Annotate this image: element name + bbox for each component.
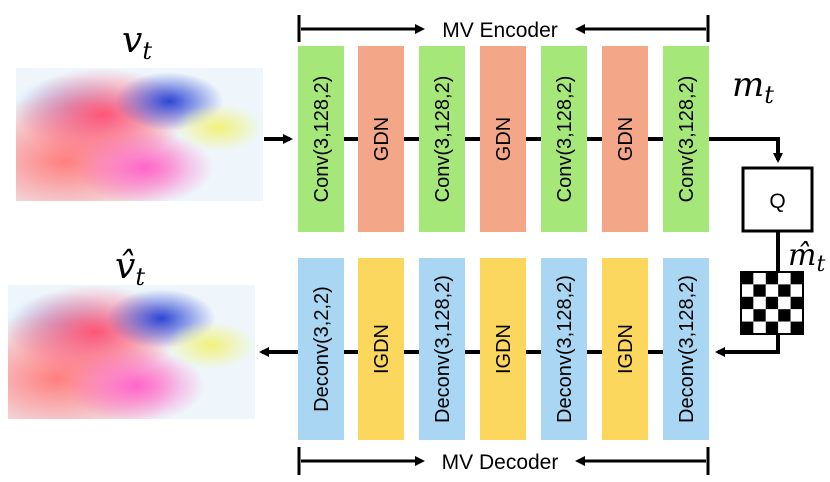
encoder-block-label: GDN xyxy=(615,117,637,161)
decoder-block-igdn: IGDN xyxy=(358,258,404,440)
grid-cell xyxy=(753,272,766,285)
grid-cell xyxy=(753,284,766,297)
encoder-block-label: GDN xyxy=(493,117,515,161)
decoder-title: MV Decoder xyxy=(442,451,559,474)
grid-cell xyxy=(778,309,791,322)
encoder-block-gdn: GDN xyxy=(602,46,648,232)
decoder-block-rect xyxy=(419,258,465,440)
encoder-block-label: Conv(3,128,2) xyxy=(554,76,576,203)
input-symbol: vt xyxy=(122,20,152,65)
decoder-block-deconv: Deconv(3,128,2) xyxy=(541,258,587,440)
grid-cell xyxy=(790,321,803,334)
grid-cell xyxy=(765,284,779,297)
quantized-latent-grid xyxy=(740,271,804,335)
quantized-symbol: m̂t xyxy=(788,238,825,277)
decoder-block-label: Deconv(3,128,2) xyxy=(554,275,576,423)
grid-cell xyxy=(778,321,791,334)
encoder-block-rect xyxy=(419,46,465,232)
decoder-block-label: Deconv(3,128,2) xyxy=(432,275,454,423)
grid-cell xyxy=(741,321,754,334)
decoder-block-igdn: IGDN xyxy=(480,258,526,440)
decoder-block-rect xyxy=(541,258,587,440)
grid-cell xyxy=(778,296,791,310)
grid-cell xyxy=(765,296,779,310)
decoder-block-label: IGDN xyxy=(371,324,393,374)
decoder-block-deconv: Deconv(3,128,2) xyxy=(663,258,709,440)
grid-cell xyxy=(790,272,803,285)
quantizer-label: Q xyxy=(769,190,785,213)
decoder-block-label: Deconv(3,2,2) xyxy=(311,286,333,412)
quantizer-to-decoder-arrow xyxy=(715,334,780,357)
grid-cell xyxy=(741,309,754,322)
encoder-title: MV Encoder xyxy=(442,19,558,42)
grid-cell xyxy=(741,284,754,297)
decoder-block-deconv: Deconv(3,128,2) xyxy=(419,258,465,440)
encoder-block-label: Conv(3,128,2) xyxy=(676,76,698,203)
encoder-block-label: Conv(3,128,2) xyxy=(432,76,454,203)
encoder-block-rect xyxy=(480,46,526,232)
encoder-block-conv: Conv(3,128,2) xyxy=(298,46,344,232)
decoder-block-label: IGDN xyxy=(493,324,515,374)
decoder-block-deconv: Deconv(3,2,2) xyxy=(298,258,344,440)
encoder-block-conv: Conv(3,128,2) xyxy=(419,46,465,232)
encoder-block-rect xyxy=(358,46,404,232)
grid-cell xyxy=(765,321,779,334)
grid-cell xyxy=(753,309,766,322)
grid-cell xyxy=(790,296,803,310)
quantizer-box: Q xyxy=(741,166,814,233)
decoder-block-rect xyxy=(480,258,526,440)
encoder-block-rect xyxy=(602,46,648,232)
grid-cell xyxy=(765,272,779,285)
decoder-block-igdn: IGDN xyxy=(602,258,648,440)
grid-cell xyxy=(778,272,791,285)
grid-cell xyxy=(741,272,754,285)
encoder-block-label: GDN xyxy=(371,117,393,161)
decoder-block-rect xyxy=(602,258,648,440)
encoder-block-conv: Conv(3,128,2) xyxy=(541,46,587,232)
encoder-block-rect xyxy=(298,46,344,232)
grid-cell xyxy=(753,296,766,310)
encoder-to-quantizer-arrow xyxy=(710,137,783,163)
encoder-block-conv: Conv(3,128,2) xyxy=(663,46,709,232)
grid-cell xyxy=(778,284,791,297)
decoder-block-rect xyxy=(663,258,709,440)
decoder-block-label: Deconv(3,128,2) xyxy=(676,275,698,423)
grid-cell xyxy=(753,321,766,334)
grid-border xyxy=(740,271,804,335)
encoder-block-gdn: GDN xyxy=(358,46,404,232)
output-flow-image xyxy=(8,285,255,419)
encoder-block-rect xyxy=(541,46,587,232)
input-flow-image xyxy=(16,68,263,201)
output-symbol: v̂t xyxy=(115,246,145,291)
encoder-block-label: Conv(3,128,2) xyxy=(311,76,333,203)
decoder-block-rect xyxy=(358,258,404,440)
encoder-block-rect xyxy=(663,46,709,232)
encoder-blocks: Conv(3,128,2) GDN Conv(3,128,2) GDN Conv(3,1… xyxy=(298,46,709,232)
decoder-block-label: IGDN xyxy=(615,324,637,374)
grid-cell xyxy=(765,309,779,322)
encoder-bracket: MV Encoder xyxy=(297,15,710,42)
encoder-block-gdn: GDN xyxy=(480,46,526,232)
decoder-block-rect xyxy=(298,258,344,440)
grid-cell xyxy=(790,284,803,297)
grid-cell xyxy=(790,309,803,322)
decoder-bracket: MV Decoder xyxy=(297,447,710,475)
grid-cell xyxy=(741,296,754,310)
decoder-blocks: Deconv(3,2,2) IGDN Deconv(3,128,2) IGDN Deco… xyxy=(298,258,709,440)
latent-symbol: mt xyxy=(732,65,774,109)
